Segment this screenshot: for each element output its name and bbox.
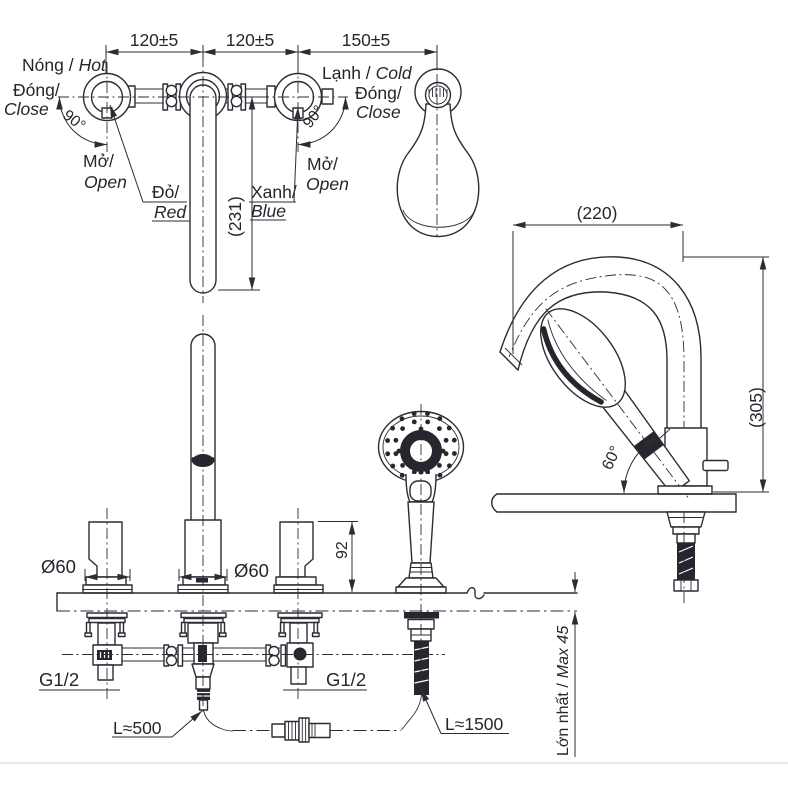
below-deck-pipes [122, 644, 287, 667]
spray-nozzles [385, 411, 457, 483]
dia-hot-label: Ø60 [41, 556, 76, 577]
hot-close-label-en: Close [4, 99, 49, 119]
dim-hot-to-spout: 120±5 [130, 30, 179, 50]
thread-cold-label: G1/2 [326, 669, 366, 690]
handshower-side [539, 308, 691, 501]
front-view: Ø60 Ø60 92 G1/2 G1/2 L≈500 L≈1500 Lớn nh… [39, 315, 579, 757]
indicator-labels: Đỏ/ Red Xanh/ Blue [109, 104, 301, 222]
deck-max-label: Lớn nhất /Max 45 [555, 626, 572, 756]
red-leader [109, 104, 144, 203]
cold-rotation-arc [297, 96, 349, 148]
cold-open-label-vi: Mở/ [307, 154, 338, 174]
hot-angle-label: 90° [60, 107, 89, 135]
hot-handle-front [82, 521, 133, 681]
hot-open-label-vi: Mở/ [83, 151, 114, 171]
hose-union [233, 717, 401, 743]
deck-section-side [491, 485, 737, 604]
front-dimensions: Ø60 Ø60 92 G1/2 G1/2 L≈500 L≈1500 Lớn nh… [39, 521, 579, 757]
blue-leader [293, 106, 301, 203]
thread-hot-label: G1/2 [39, 669, 79, 690]
hose-shower-leader [420, 688, 442, 734]
cold-handle-plan: Lạnh /Cold Đóng/ Close 90° Mở/ Open [266, 63, 413, 194]
hose-supply-leader [171, 710, 203, 738]
plan-dimension-chain: 120±5 120±5 150±5 [105, 30, 438, 73]
dim-spout-to-cold: 120±5 [226, 30, 275, 50]
deck-front [56, 587, 578, 612]
blue-label-vi: Xanh/ [251, 182, 297, 202]
handshower-plan [396, 68, 480, 238]
spout-plan: (231) [178, 71, 260, 294]
hot-handle-plan: Nóng /Hot Đóng/ Close 90° Mở/ Open [4, 55, 136, 192]
dia-spout-label: Ø60 [234, 560, 269, 581]
spout-front [177, 333, 234, 732]
shower-angle-arc [620, 437, 657, 494]
hot-rotation-arc [56, 96, 108, 148]
plan-view: 120±5 120±5 150±5 Nóng /Hot [4, 30, 480, 303]
side-view: (220) (305) 60° [491, 203, 769, 604]
red-label-en: Red [154, 202, 187, 222]
shower-angle-label: 60° [599, 444, 625, 473]
red-label-vi: Đỏ/ [152, 182, 179, 202]
hot-open-label-en: Open [84, 172, 127, 192]
hot-close-label-vi: Đóng/ [13, 80, 60, 100]
handle-height-label: 92 [334, 541, 351, 559]
hot-label: Nóng /Hot [22, 55, 107, 75]
hose-supply-label: L≈500 [113, 718, 162, 738]
spout-reach-label: (220) [577, 203, 618, 223]
cold-handle-front [273, 521, 324, 685]
front-centerlines [62, 315, 445, 712]
cold-close-label-vi: Đóng/ [355, 83, 402, 103]
cold-open-label-en: Open [306, 174, 349, 194]
spout-length-label: (231) [225, 196, 245, 237]
plan-centerlines [58, 54, 438, 303]
supply-hose-curve [203, 709, 234, 732]
spout-height-label: (305) [746, 387, 766, 428]
cold-close-label-en: Close [356, 102, 401, 122]
cold-label: Lạnh /Cold [322, 63, 413, 83]
shower-hose-curve [401, 694, 422, 731]
dim-cold-to-shower: 150±5 [342, 30, 391, 50]
hose-shower-label: L≈1500 [445, 714, 504, 734]
blue-label-en: Blue [251, 201, 286, 221]
